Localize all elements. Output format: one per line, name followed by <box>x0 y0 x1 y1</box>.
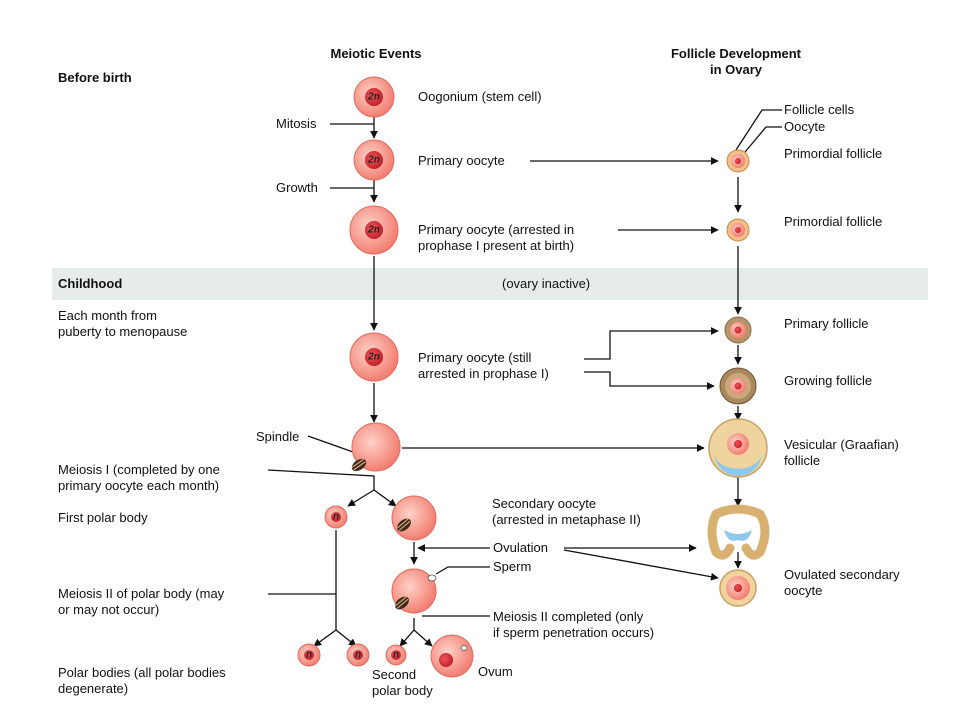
stage-before-birth: Before birth <box>58 70 132 85</box>
primordial-follicle-label-1: Primordial follicle <box>784 146 883 161</box>
follicle-vesicular <box>708 418 768 478</box>
cell-oogonium <box>353 76 395 118</box>
ploidy-label: 2n <box>368 224 380 236</box>
follicle-primordial-1 <box>726 149 750 173</box>
cell-first-polar-body <box>324 505 348 529</box>
secondary-oocyte-label: Secondary oocyte (arrested in metaphase … <box>492 496 641 527</box>
vesicular-follicle-label: Vesicular (Graafian) follicle <box>784 437 899 468</box>
ploidy-label: 2n <box>368 154 380 166</box>
spindle-icon <box>395 596 409 610</box>
spindle-label: Spindle <box>256 429 300 444</box>
meiosis1-leader <box>267 469 375 490</box>
meiosis1-label: Meiosis I (completed by one primary oocy… <box>58 462 220 493</box>
first-polar-body-label: First polar body <box>58 510 148 525</box>
arrow-to-second-polar <box>399 629 415 647</box>
ovary-inactive-label: (ovary inactive) <box>502 276 591 291</box>
ovulated-secondary-oocyte-label: Ovulated secondary oocyte <box>784 567 900 598</box>
arrow-still-to-growing <box>584 371 715 390</box>
ploidy-label: n <box>354 649 362 661</box>
primary-oocyte-still-label: Primary oocyte (still arrested in propha… <box>418 350 549 381</box>
stage-each-month: Each month from puberty to menopause <box>58 308 188 339</box>
cell-primary-oocyte-still-arrested <box>349 332 399 382</box>
arrow-polar-right <box>335 629 357 647</box>
follicle-development-header: Follicle Development in Ovary <box>670 46 802 77</box>
primary-oocyte-label: Primary oocyte <box>418 153 505 168</box>
follicle-ovulated <box>719 569 757 607</box>
growth-label: Growth <box>276 180 318 195</box>
follicle-primordial-2 <box>726 218 750 242</box>
sperm-icon <box>427 574 437 582</box>
follicle-primary <box>724 316 752 344</box>
spindle-icon <box>397 518 411 532</box>
cell-secondary-oocyte <box>391 495 437 541</box>
meiotic-arrows <box>267 117 719 647</box>
mitosis-label: Mitosis <box>276 116 317 131</box>
ploidy-label: 2n <box>368 91 380 103</box>
second-polar-body-label: Second polar body <box>372 667 433 698</box>
spindle-leader <box>307 435 354 453</box>
stage-childhood: Childhood <box>58 276 123 291</box>
cross-arrows <box>402 157 719 452</box>
meiotic-events-header: Meiotic Events <box>330 46 422 61</box>
follicle-growing <box>719 367 757 405</box>
sperm-label: Sperm <box>493 559 532 574</box>
cell-ovum <box>430 634 474 678</box>
arrow-still-to-primary-follicle <box>584 327 719 360</box>
cell-primary-oocyte <box>353 139 395 181</box>
primary-oocyte-arrested-label: Primary oocyte (arrested in prophase I p… <box>418 222 575 253</box>
follicle-ruptured <box>707 504 770 560</box>
cell-meiosis1-spindle <box>351 422 401 472</box>
cell-primary-oocyte-arrested <box>349 205 399 255</box>
follicle-cells-label: Follicle cells <box>784 102 855 117</box>
follicle-arrows <box>734 109 782 569</box>
arrow-to-secondary <box>373 489 397 507</box>
spindle-icon <box>351 458 367 472</box>
oocyte-leader <box>739 126 782 159</box>
ploidy-label: 2n <box>368 351 380 363</box>
cell-polar-body-left <box>297 643 321 667</box>
follicle-cells-leader <box>735 109 782 151</box>
sperm-leader <box>435 566 490 575</box>
ploidy-label: n <box>332 511 340 523</box>
ovulation-label: Ovulation <box>493 540 548 555</box>
oocyte-label: Oocyte <box>784 119 826 134</box>
arrow-polar-left <box>313 629 337 647</box>
meiosis2-polar-label: Meiosis II of polar body (may or may not… <box>58 586 225 617</box>
polar-bodies-label: Polar bodies (all polar bodies degenerat… <box>58 665 226 696</box>
ovulation-arrow-ovulated <box>563 549 719 581</box>
growing-follicle-label: Growing follicle <box>784 373 873 388</box>
childhood-band <box>52 268 928 300</box>
ovum-label: Ovum <box>478 664 513 679</box>
primary-follicle-label: Primary follicle <box>784 316 869 331</box>
cell-second-polar-body <box>385 644 407 666</box>
oogonium-label: Oogonium (stem cell) <box>418 89 542 104</box>
primordial-follicle-label-2: Primordial follicle <box>784 214 883 229</box>
ploidy-label: n <box>305 649 313 661</box>
ploidy-label: n <box>392 649 400 661</box>
cell-polar-body-right <box>346 643 370 667</box>
arrow-to-first-polar <box>347 489 375 507</box>
arrow-to-ovum <box>413 629 433 647</box>
meiosis2-completed-label: Meiosis II completed (only if sperm pene… <box>493 609 655 640</box>
cell-fertilized-secondary <box>391 568 437 614</box>
